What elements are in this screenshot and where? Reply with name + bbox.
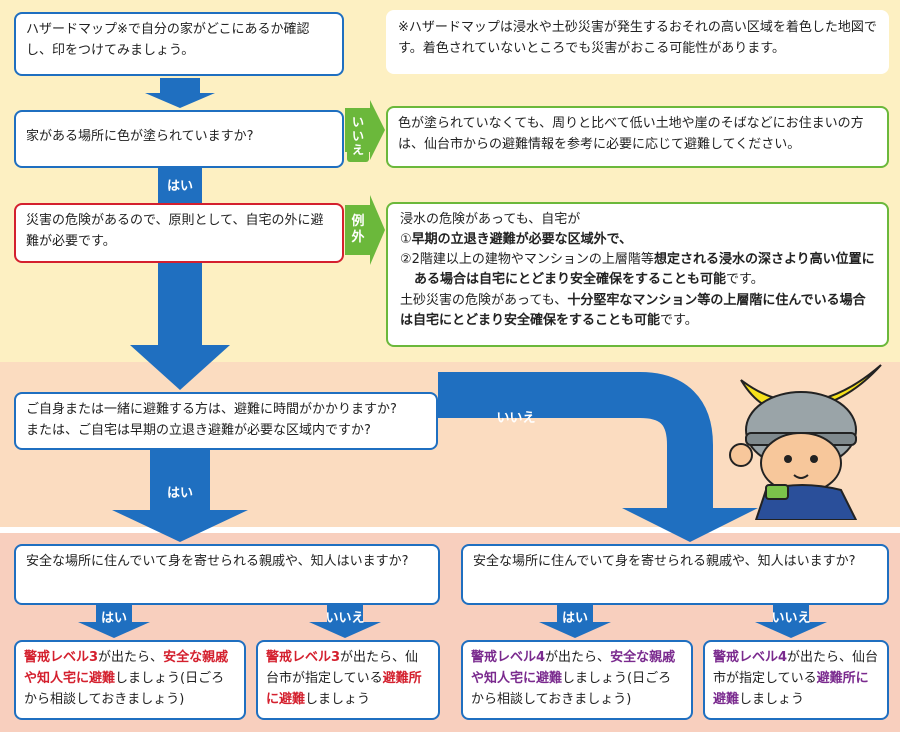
phone <box>765 484 789 500</box>
mouth <box>793 474 809 479</box>
question-right-box: 安全な場所に住んでいて身を寄せられる親戚や、知人はいますか? <box>461 544 889 605</box>
mascot-illustration <box>729 364 882 520</box>
step4-box: ご自身または一緒に避難する方は、避難に時間がかかりますか? または、ご自宅は早期… <box>14 392 438 450</box>
eye-left <box>784 455 792 463</box>
arrow-r4 <box>755 605 827 638</box>
result-box-2: 警戒レベル3が出たら、仙台市が指定している避難所に避難しましょう <box>256 640 440 720</box>
arrow-step4-no <box>438 372 713 510</box>
exception-box: 浸水の危険があっても、自宅が ①早期の立退き避難が必要な区域外で、 ②2階建以上… <box>386 202 889 347</box>
arrow-main-head <box>130 345 230 390</box>
step2-no-box: 色が塗られていなくても、周りと比べて低い土地や崖のそばなどにお住まいの方は、仙台… <box>386 106 889 168</box>
exception-item2: ②2階建以上の建物やマンションの上層階等想定される浸水の深さより高い位置にある場… <box>400 252 875 288</box>
question-left-box: 安全な場所に住んでいて身を寄せられる親戚や、知人はいますか? <box>14 544 440 605</box>
result-box-1: 警戒レベル3が出たら、安全な親戚や知人宅に避難しましょう(日ごろから相談しておき… <box>14 640 246 720</box>
step1-box: ハザードマップ※で自分の家がどこにあるか確認し、印をつけてみましょう。 <box>14 12 344 76</box>
tag-exception: 例外 <box>347 210 369 252</box>
arrow-r2 <box>309 605 381 638</box>
band-divider <box>0 527 900 533</box>
arrow-r1 <box>78 605 150 638</box>
eye-right <box>810 455 818 463</box>
step3-box: 災害の危険があるので、原則として、自宅の外に避難が必要です。 <box>14 203 344 263</box>
arrow-step4-yes-shaft <box>150 448 210 513</box>
arrow-step4-yes-head <box>112 510 248 542</box>
label-r3-yes: はい <box>561 611 588 626</box>
label-yes-1: はい <box>166 179 193 194</box>
label-no-right: いいえ <box>496 411 536 426</box>
label-r4-no: いいえ <box>771 611 811 626</box>
result-box-4: 警戒レベル4が出たら、仙台市が指定している避難所に避難しましょう <box>703 640 889 720</box>
result-box-3: 警戒レベル4が出たら、安全な親戚や知人宅に避難しましょう(日ごろから相談しておき… <box>461 640 693 720</box>
arrow-main-shaft <box>158 168 202 363</box>
tag-no: いいえ <box>347 112 369 162</box>
arrow-step4-no-head <box>622 508 758 542</box>
label-r1-yes: はい <box>100 611 127 626</box>
note-box: ※ハザードマップは浸水や土砂災害が発生するおそれの高い区域を着色した地図です。着… <box>386 10 889 74</box>
exception-line1: 浸水の危険があっても、自宅が <box>400 212 581 227</box>
label-yes-2: はい <box>166 486 193 501</box>
raised-hand <box>729 443 753 467</box>
arrow-step1-down <box>145 78 215 108</box>
exception-line3: 土砂災害の危険があっても、十分堅牢なマンション等の上層階に住んでいる場合は自宅に… <box>400 292 866 328</box>
exception-item1: ①早期の立退き避難が必要な区域外で、 <box>400 232 633 248</box>
label-r2-no: いいえ <box>325 611 365 626</box>
arrow-r3 <box>539 605 611 638</box>
step2-box: 家がある場所に色が塗られていますか? <box>14 110 344 168</box>
